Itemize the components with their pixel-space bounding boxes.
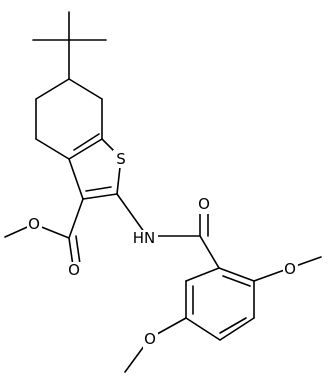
amide-carbonyl-oxygen-atom-label: O xyxy=(198,195,210,213)
bond-ar-c3-c4-inner xyxy=(219,317,247,334)
ester-carbonyl-oxygen-atom-label: O xyxy=(68,261,80,279)
ester-ether-oxygen-atom-label: O xyxy=(28,215,40,233)
amide-nitrogen-atom-label: HN xyxy=(133,229,156,247)
bond-ester-c-o-double-a xyxy=(68,237,74,267)
bond-ar-c6-c1 xyxy=(185,267,220,282)
dimethoxyphenyl-ring xyxy=(185,267,255,341)
amide-nitrogen-label-mask xyxy=(130,230,158,247)
bond-c6-c5 xyxy=(35,78,70,100)
bond-c2-c3 xyxy=(82,193,118,200)
bond-c3a-c7a xyxy=(68,138,103,160)
bond-c3-ester-c xyxy=(68,198,84,239)
bond-ar-c1-c2-inner xyxy=(222,275,251,287)
ester-ether-oxygen-label-mask xyxy=(27,216,42,234)
bond-ar-c4-c5 xyxy=(185,317,221,341)
sulfur-atom-label: S xyxy=(116,150,126,168)
bond-ester-c-o-double-b xyxy=(75,235,81,265)
bond-c3a-c7a-double xyxy=(73,133,100,151)
methoxy-oxygen-lower-label-mask xyxy=(143,331,158,349)
bond-ar-c1-c2 xyxy=(218,267,255,282)
bond-c3-c3a xyxy=(68,158,84,200)
bond-c4-c3a xyxy=(35,138,70,160)
bond-ar-c3-c4 xyxy=(219,317,255,341)
bond-c2-c3-double xyxy=(85,186,112,192)
atom-label-layer: S HN O O O O O xyxy=(27,150,298,349)
methoxy-oxygen-lower-atom-label: O xyxy=(144,330,156,348)
tert-butyl-group xyxy=(32,11,107,80)
bond-carbonyl-c-aryl xyxy=(199,235,220,269)
bond-c2-n xyxy=(116,193,148,237)
sulfur-label-mask xyxy=(113,150,129,168)
methoxy-oxygen-upper-label-mask xyxy=(283,261,298,279)
ester-carbonyl-oxygen-label-mask xyxy=(67,262,82,280)
bond-c7-c6 xyxy=(68,78,103,100)
methoxy-oxygen-upper-atom-label: O xyxy=(284,260,296,278)
amide-carbonyl-oxygen-label-mask xyxy=(197,196,212,214)
cyclohexene-ring xyxy=(35,78,103,160)
methyl-ester-group xyxy=(4,198,84,267)
